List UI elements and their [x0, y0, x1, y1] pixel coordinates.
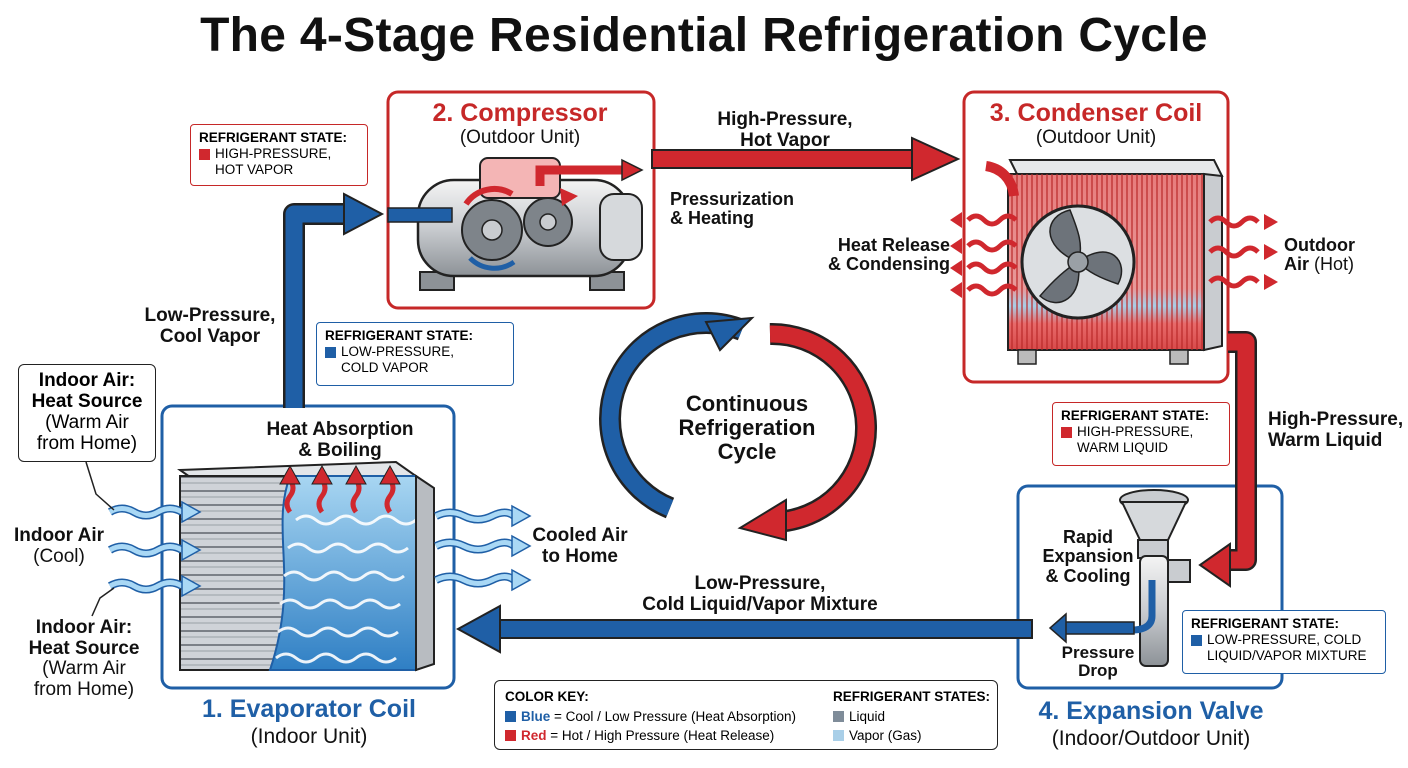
color-key-right: REFRIGERANT STATES: Liquid Vapor (Gas)	[833, 687, 990, 746]
heat-release-arrows	[966, 213, 1018, 297]
indoor-air-source-sub: (Warm Air from Home)	[33, 658, 135, 700]
condenser-illustration	[984, 159, 1224, 365]
state-box-warm-liquid: REFRIGERANT STATE: HIGH-PRESSURE, WARM L…	[1052, 402, 1230, 466]
color-key: COLOR KEY: Blue = Cool / Low Pressure (H…	[494, 680, 998, 750]
pipe-exp-to-evap	[455, 604, 1033, 654]
compressor-process: Pressurization & Heating	[670, 189, 795, 229]
outdoor-air-arrows	[1208, 215, 1260, 289]
connector-lower	[91, 587, 115, 617]
state-text: HIGH-PRESSURE, WARM LIQUID	[1077, 424, 1194, 456]
red-swatch	[505, 730, 516, 742]
indoor-air-source-heading: Indoor Air: Heat Source	[31, 370, 143, 412]
expansion-process: Rapid Expansion & Cooling	[1042, 527, 1134, 586]
state-heading: REFRIGERANT STATE:	[1191, 616, 1339, 631]
key-vapor: Vapor (Gas)	[849, 728, 922, 744]
condenser-title: 3. Condenser Coil	[989, 99, 1203, 127]
pipe-evap-to-comp	[283, 192, 385, 408]
blue-swatch	[325, 347, 336, 359]
pressure-drop-label: Pressure Drop	[1061, 643, 1135, 681]
red-swatch	[199, 149, 210, 161]
state-text: LOW-PRESSURE, COLD VAPOR	[341, 344, 455, 376]
state-box-cold-vapor: REFRIGERANT STATE: LOW-PRESSURE, COLD VA…	[316, 322, 514, 386]
cooled-air-arrows	[434, 510, 516, 586]
indoor-air-source-label-lower: Indoor Air: Heat Source (Warm Air from H…	[14, 617, 154, 700]
state-heading: REFRIGERANT STATE:	[1061, 408, 1209, 423]
flow-cond-to-exp: High-Pressure, Warm Liquid	[1268, 409, 1404, 451]
evaporator-process: Heat Absorption & Boiling	[266, 419, 414, 461]
expansion-location: (Indoor/Outdoor Unit)	[1051, 727, 1251, 750]
state-box-cold-mix: REFRIGERANT STATE: LOW-PRESSURE, COLD LI…	[1182, 610, 1386, 674]
compressor-illustration	[387, 157, 644, 291]
pipe-cond-to-exp	[1198, 331, 1257, 588]
compressor-title: 2. Compressor	[432, 99, 608, 127]
indoor-air-source-heading: Indoor Air: Heat Source	[28, 617, 140, 659]
key-blue-word: Blue	[521, 708, 551, 724]
heat-absorption-arrows	[284, 478, 396, 514]
states-key-heading: REFRIGERANT STATES:	[833, 689, 990, 704]
key-liquid: Liquid	[849, 708, 886, 724]
key-red-text: = Hot / High Pressure (Heat Release)	[546, 728, 775, 744]
liquid-swatch	[833, 710, 844, 722]
state-heading: REFRIGERANT STATE:	[325, 328, 473, 343]
indoor-air-cool-heading: Indoor Air	[13, 525, 105, 546]
indoor-air-source-sub: (Warm Air from Home)	[36, 411, 138, 454]
color-key-left: COLOR KEY: Blue = Cool / Low Pressure (H…	[505, 687, 796, 746]
outdoor-air-label: Outdoor Air (Hot)	[1284, 235, 1355, 275]
evaporator-location: (Indoor Unit)	[250, 725, 368, 748]
expansion-valve-illustration	[1048, 489, 1191, 667]
cooled-air-label: Cooled Air to Home	[532, 525, 628, 567]
flow-evap-to-comp: Low-Pressure, Cool Vapor	[144, 305, 276, 347]
condenser-process: Heat Release & Condensing	[828, 235, 950, 275]
red-swatch	[1061, 427, 1072, 439]
vapor-swatch	[833, 730, 844, 742]
center-cycle-label: Continuous Refrigeration Cycle	[678, 391, 816, 464]
page-title: The 4-Stage Residential Refrigeration Cy…	[200, 9, 1208, 62]
condenser-location: (Outdoor Unit)	[1035, 127, 1157, 148]
key-red-word: Red	[521, 728, 547, 744]
blue-swatch	[505, 710, 516, 722]
compressor-location: (Outdoor Unit)	[459, 127, 581, 148]
indoor-air-source-label-upper: Indoor Air: Heat Source (Warm Air from H…	[18, 364, 156, 462]
indoor-air-cool-label: Indoor Air (Cool)	[4, 525, 114, 567]
cycle-icon	[599, 312, 877, 542]
state-text: LOW-PRESSURE, COLD LIQUID/VAPOR MIXTURE	[1207, 632, 1367, 664]
blue-swatch	[1191, 635, 1202, 647]
key-blue-text: = Cool / Low Pressure (Heat Absorption)	[550, 708, 797, 724]
color-key-heading: COLOR KEY:	[505, 689, 589, 704]
expansion-title: 4. Expansion Valve	[1038, 697, 1264, 725]
connector-upper	[85, 461, 115, 511]
pipe-comp-to-cond	[651, 136, 961, 182]
flow-comp-to-cond: High-Pressure, Hot Vapor	[717, 109, 853, 151]
evaporator-illustration	[177, 460, 435, 672]
state-box-hot-vapor: REFRIGERANT STATE: HIGH-PRESSURE, HOT VA…	[190, 124, 368, 186]
state-heading: REFRIGERANT STATE:	[199, 130, 347, 145]
state-text: HIGH-PRESSURE, HOT VAPOR	[215, 146, 332, 178]
flow-exp-to-evap: Low-Pressure, Cold Liquid/Vapor Mixture	[642, 573, 878, 615]
evaporator-title: 1. Evaporator Coil	[202, 695, 416, 723]
indoor-air-cool-sub: (Cool)	[33, 545, 85, 567]
